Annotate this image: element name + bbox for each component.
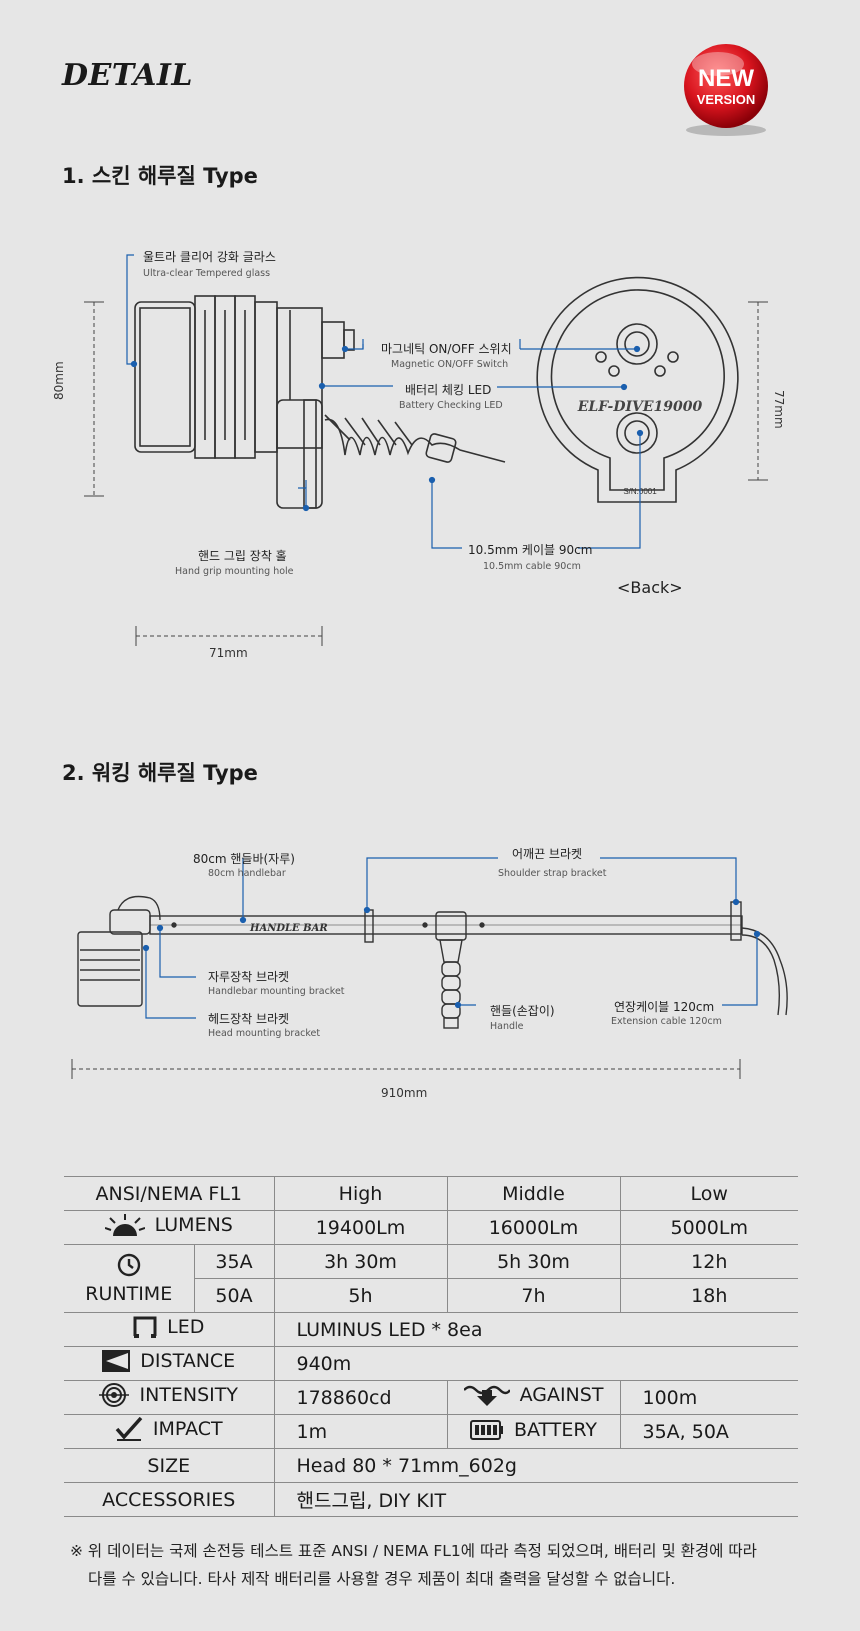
sun-icon bbox=[104, 1214, 145, 1236]
against-value: 100m bbox=[619, 1380, 798, 1415]
table-row: SIZE Head 80 * 71mm_602g bbox=[64, 1448, 798, 1483]
table-row: DISTANCE 940m bbox=[64, 1346, 798, 1381]
section2-title: 2. 워킹 해루질 Type bbox=[62, 761, 258, 785]
against-label: AGAINST bbox=[519, 1384, 604, 1406]
cable-label-en: 10.5mm cable 90cm bbox=[483, 561, 581, 572]
runtime-35a-middle: 5h 30m bbox=[446, 1244, 620, 1279]
cable-label: 10.5mm 케이블 90cm bbox=[468, 543, 593, 557]
table-row: IMPACT 1m BATTERY 35A, 50A bbox=[64, 1414, 798, 1449]
runtime-50a-low: 18h bbox=[619, 1278, 798, 1313]
skin-type-diagram: ELF-DIVE19000 S/N:0001 bbox=[84, 254, 768, 646]
accessories-value: 핸드그립, DIY KIT bbox=[273, 1482, 798, 1517]
switch-label-en: Magnetic ON/OFF Switch bbox=[391, 359, 509, 370]
switch-label: 마그네틱 ON/OFF 스위치 bbox=[381, 342, 512, 356]
intensity-value: 178860cd bbox=[273, 1380, 447, 1415]
table-row: RUNTIME 35A 3h 30m 5h 30m 12h bbox=[64, 1244, 798, 1313]
new-version-badge: NEW VERSION bbox=[684, 44, 768, 136]
page-title: DETAIL bbox=[62, 58, 193, 93]
section1-title: 1. 스킨 해루질 Type bbox=[62, 164, 258, 188]
glass-label-en: Ultra-clear Tempered glass bbox=[143, 268, 271, 279]
runtime-50a-middle: 7h bbox=[446, 1278, 620, 1313]
table-row: ACCESSORIES 핸드그립, DIY KIT bbox=[64, 1482, 798, 1517]
battery-led-label: 배터리 체킹 LED bbox=[405, 383, 492, 397]
runtime-50a-high: 5h bbox=[273, 1278, 447, 1313]
accessories-label: ACCESSORIES bbox=[64, 1482, 274, 1517]
head-bracket-label-en: Head mounting bracket bbox=[208, 1028, 321, 1039]
distance-icon bbox=[102, 1350, 131, 1372]
runtime-label: RUNTIME bbox=[85, 1282, 173, 1305]
runtime-battery-50a: 50A bbox=[193, 1278, 274, 1313]
intensity-icon bbox=[99, 1383, 130, 1407]
size-label: SIZE bbox=[64, 1448, 274, 1483]
clock-icon bbox=[117, 1253, 140, 1276]
table-header-cell: ANSI/NEMA FL1 bbox=[64, 1176, 274, 1211]
table-row: INTENSITY 178860cd AGAINST 100m bbox=[64, 1380, 798, 1415]
runtime-35a-high: 3h 30m bbox=[273, 1244, 447, 1279]
water-depth-icon bbox=[463, 1385, 510, 1406]
table-row: LED LUMINUS LED * 8ea bbox=[64, 1312, 798, 1347]
spec-table: ANSI/NEMA FL1 High Middle Low LUMENS 194… bbox=[64, 1176, 798, 1517]
note-line2: 다를 수 있습니다. 타사 제작 배터리를 사용할 경우 제품이 최대 출력을 … bbox=[88, 1570, 676, 1588]
badge-line1: NEW bbox=[698, 65, 754, 92]
table-row: 50A 5h 7h 18h bbox=[64, 1278, 798, 1313]
battery-led-label-en: Battery Checking LED bbox=[399, 400, 503, 411]
handlebar-label-en: 80cm handlebar bbox=[208, 868, 286, 879]
walking-type-diagram: HANDLE BAR bbox=[71, 857, 788, 1079]
impact-icon bbox=[115, 1417, 143, 1441]
impact-value: 1m bbox=[273, 1414, 447, 1449]
glass-label: 울트라 클리어 강화 글라스 bbox=[143, 250, 276, 264]
battery-icon bbox=[469, 1419, 503, 1440]
back-height-dim: 77mm bbox=[772, 390, 786, 429]
runtime-35a-low: 12h bbox=[619, 1244, 798, 1279]
lumens-low: 5000Lm bbox=[619, 1210, 798, 1245]
note-line1: ※ 위 데이터는 국제 손전등 테스트 표준 ANSI / NEMA FL1에 … bbox=[70, 1542, 757, 1560]
shoulder-bracket-label: 어깨끈 브라켓 bbox=[512, 847, 583, 861]
size-value: Head 80 * 71mm_602g bbox=[273, 1448, 798, 1483]
lumens-label: LUMENS bbox=[154, 1214, 233, 1236]
handle-bar-text: HANDLE BAR bbox=[249, 923, 328, 934]
intensity-label: INTENSITY bbox=[139, 1384, 239, 1406]
badge-line2: VERSION bbox=[697, 92, 756, 107]
handlebar-label: 80cm 핸들바(자루) bbox=[193, 852, 295, 866]
handlebar-bracket-label-en: Handlebar mounting bracket bbox=[208, 986, 345, 997]
back-model-text: ELF-DIVE19000 bbox=[577, 399, 703, 415]
runtime-battery-35a: 35A bbox=[193, 1244, 274, 1279]
handle-label-en: Handle bbox=[490, 1021, 524, 1032]
impact-label: IMPACT bbox=[152, 1418, 223, 1440]
distance-value: 940m bbox=[273, 1346, 798, 1381]
lumens-high: 19400Lm bbox=[273, 1210, 447, 1245]
led-icon bbox=[133, 1316, 157, 1338]
length-dim: 910mm bbox=[381, 1086, 428, 1100]
led-label: LED bbox=[167, 1316, 205, 1338]
lumens-middle: 16000Lm bbox=[446, 1210, 620, 1245]
head-bracket-label: 헤드장착 브라켓 bbox=[208, 1012, 290, 1026]
table-row: LUMENS 19400Lm 16000Lm 5000Lm bbox=[64, 1210, 798, 1245]
battery-label: BATTERY bbox=[513, 1418, 598, 1441]
table-header-cell: Low bbox=[619, 1176, 798, 1211]
disclaimer-note: ※ 위 데이터는 국제 손전등 테스트 표준 ANSI / NEMA FL1에 … bbox=[70, 1537, 810, 1593]
extension-cable-label: 연장케이블 120cm bbox=[614, 1000, 715, 1014]
shoulder-bracket-label-en: Shoulder strap bracket bbox=[498, 868, 607, 879]
width-dim: 71mm bbox=[209, 646, 248, 660]
back-view-label: <Back> bbox=[617, 578, 683, 597]
battery-value: 35A, 50A bbox=[619, 1414, 798, 1449]
hand-grip-hole-label-en: Hand grip mounting hole bbox=[175, 566, 294, 577]
handle-label: 핸들(손잡이) bbox=[490, 1004, 555, 1018]
distance-label: DISTANCE bbox=[140, 1350, 236, 1372]
height-dim: 80mm bbox=[52, 361, 66, 400]
extension-cable-label-en: Extension cable 120cm bbox=[611, 1016, 722, 1027]
table-header-cell: Middle bbox=[446, 1176, 620, 1211]
table-row: ANSI/NEMA FL1 High Middle Low bbox=[64, 1176, 798, 1211]
table-header-cell: High bbox=[273, 1176, 447, 1211]
hand-grip-hole-label: 핸드 그립 장착 홀 bbox=[198, 549, 287, 563]
led-value: LUMINUS LED * 8ea bbox=[273, 1312, 798, 1347]
handlebar-bracket-label: 자루장착 브라켓 bbox=[208, 970, 290, 984]
